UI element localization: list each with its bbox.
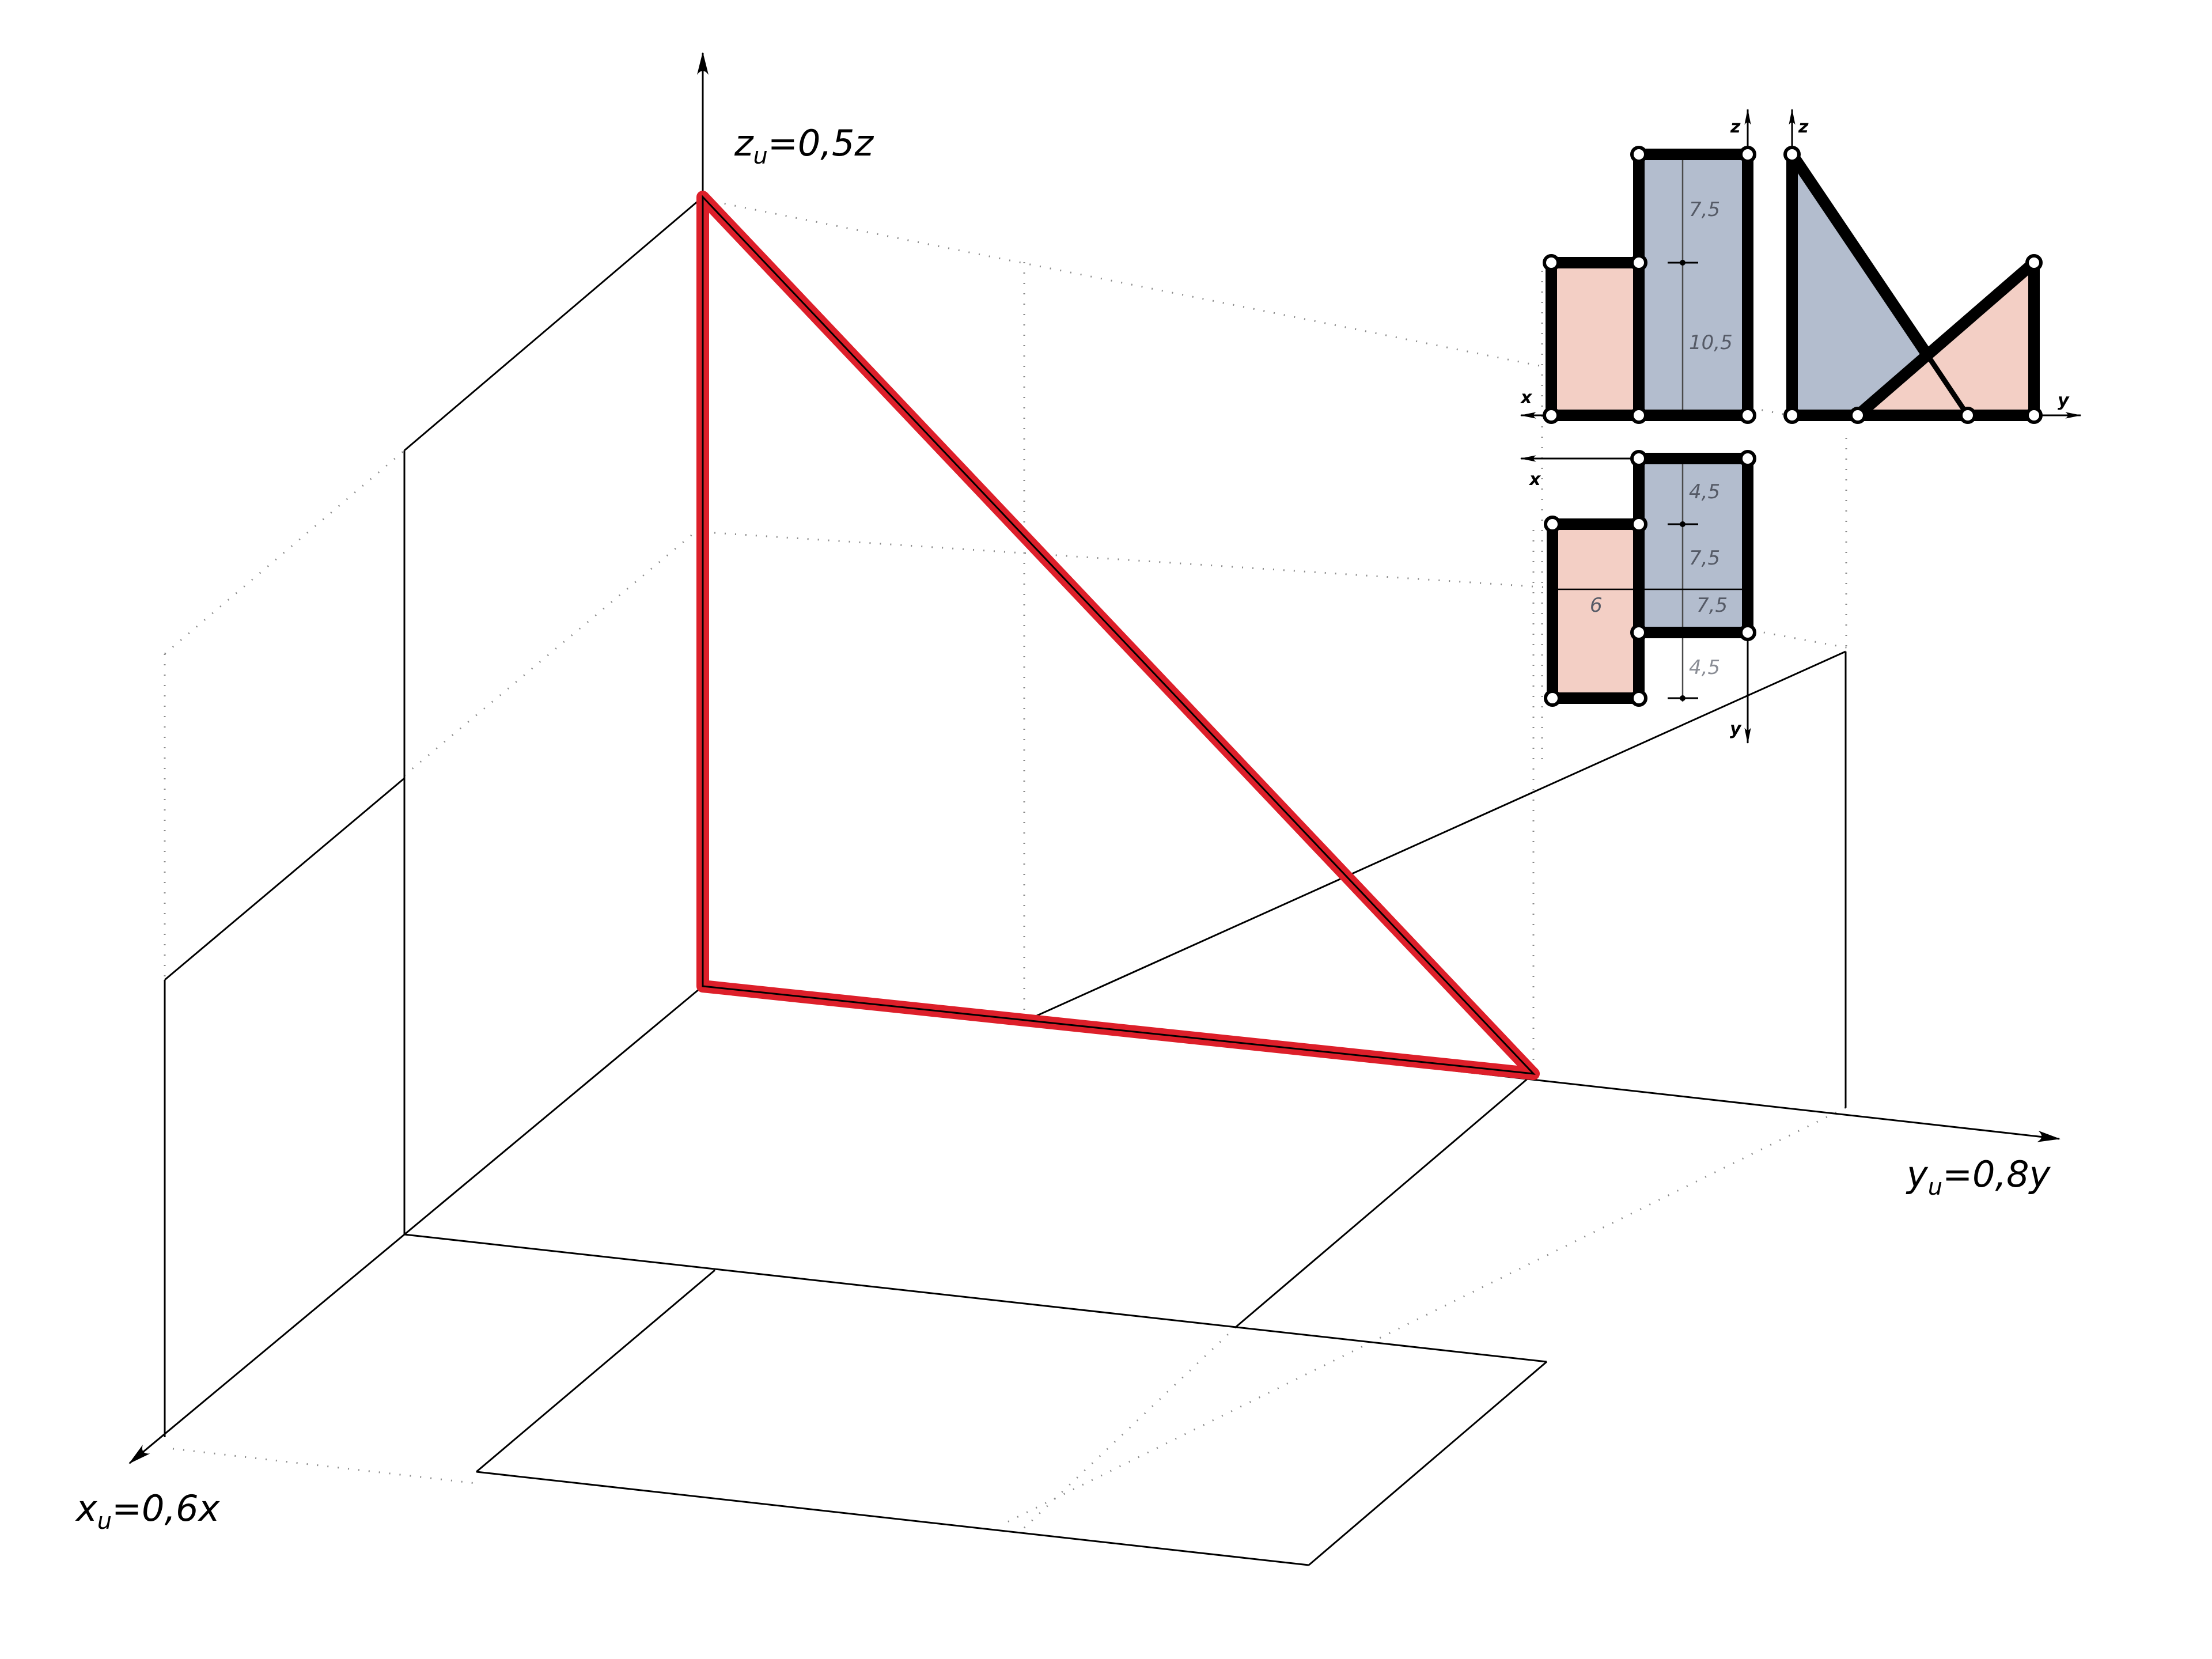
front-view-z-label: z [1730,117,1741,137]
top-view-y-label: y [1730,719,1742,739]
dimension-label: 4,5 [1689,656,1720,679]
bottom-plane-frame [404,1073,1547,1566]
right-plane-frame [1024,650,1847,1108]
y-axis-label: yu=0,8y [1906,1153,2051,1200]
x-axis-label: xu=0,6x [75,1487,221,1535]
top-view-x-label: x [1528,469,1541,490]
red-triangle [696,191,1540,1080]
axis-x [128,985,703,1464]
construction-dotted-lines [164,200,1850,1533]
dimension-label: 10,5 [1689,331,1733,354]
dimension-label: 4,5 [1689,480,1720,503]
z-axis-label: zu=0,5z [734,122,874,169]
side-view: z y [1783,108,2082,424]
dimension-label: 7,5 [1689,198,1720,221]
side-view-y-label: y [2058,391,2070,411]
front-view: z x 7,5 10,5 [1520,108,1756,424]
dimension-label: 6 [1590,594,1603,617]
dimension-label: 7,5 [1689,547,1720,570]
left-plane-frame [164,196,703,1437]
dimension-label: 7,5 [1696,594,1728,617]
top-view: x y 4,5 7,5 6 7,5 4,5 [1520,450,1756,744]
front-view-x-label: x [1520,388,1533,408]
side-view-z-label: z [1798,117,1809,137]
